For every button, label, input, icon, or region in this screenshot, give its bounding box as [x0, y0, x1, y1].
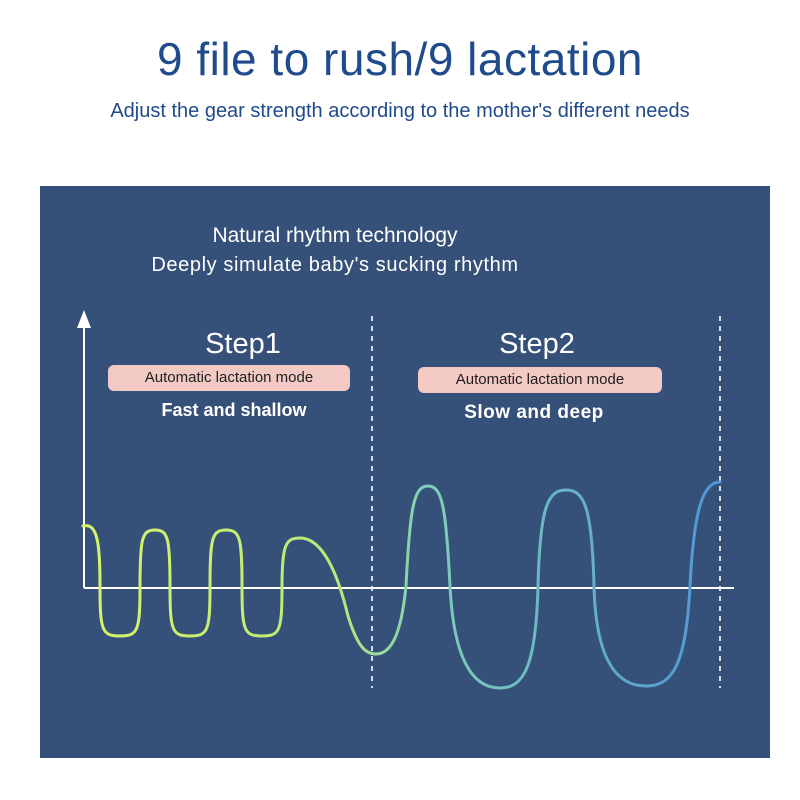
panel-subtitle: Deeply simulate baby's sucking rhythm — [151, 254, 519, 276]
panel-title: Natural rhythm technology — [212, 224, 458, 247]
page-subtitle: Adjust the gear strength according to th… — [110, 100, 690, 122]
y-axis-arrow-icon — [77, 310, 91, 328]
page-title: 9 file to rush/9 lactation — [156, 33, 644, 85]
rhythm-waveform-chart — [77, 310, 734, 690]
step1-label: Step1 — [205, 328, 281, 360]
step1-description: Fast and shallow — [161, 400, 307, 420]
step1-mode-badge: Automatic lactation mode — [108, 365, 350, 391]
step2-mode-badge: Automatic lactation mode — [418, 367, 662, 393]
rhythm-diagram-panel: Natural rhythm technology Deeply simulat… — [40, 186, 770, 758]
sucking-rhythm-waveform — [81, 480, 722, 690]
step2-label: Step2 — [499, 328, 575, 360]
step2-description: Slow and deep — [464, 402, 604, 423]
